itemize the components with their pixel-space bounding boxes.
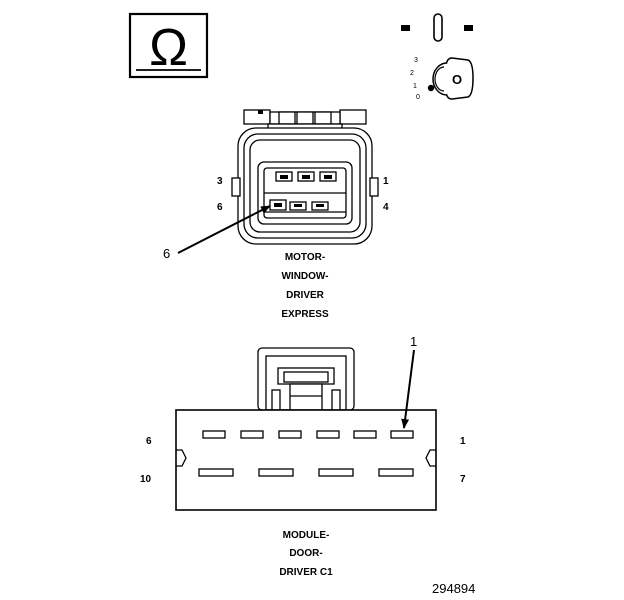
top-caption-line-1: MOTOR- (285, 252, 325, 263)
door-module-connector (175, 347, 437, 511)
switch-position-1: 1 (413, 83, 417, 90)
bottom-caption-line-1: MODULE- (283, 530, 330, 541)
top-callout-label: 6 (163, 246, 170, 261)
bottom-pin-label-6: 6 (146, 436, 152, 447)
ignition-switch-icon: O 3 2 1 0 (401, 13, 474, 101)
switch-position-0: 0 (416, 94, 420, 101)
top-pin-label-1: 1 (383, 176, 389, 187)
top-caption-line-3: DRIVER (286, 290, 325, 301)
ohmmeter-icon: Ω (128, 12, 209, 79)
ohm-symbol: Ω (149, 19, 188, 77)
top-pin-label-4: 4 (383, 202, 389, 213)
top-caption-line-4: EXPRESS (281, 309, 329, 320)
bottom-caption-line-2: DOOR- (289, 548, 322, 559)
top-pin-label-6: 6 (217, 202, 223, 213)
switch-position-3: 3 (414, 57, 418, 64)
bottom-callout-label: 1 (410, 334, 417, 349)
bottom-pin-label-1: 1 (460, 436, 466, 447)
bottom-pin-label-7: 7 (460, 474, 466, 485)
switch-position-2: 2 (410, 70, 414, 77)
top-pin-label-3: 3 (217, 176, 223, 187)
key-letter: O (452, 72, 462, 87)
bottom-caption-line-3: DRIVER C1 (279, 567, 333, 578)
bottom-pin-label-10: 10 (140, 474, 152, 485)
motor-window-connector (177, 109, 379, 254)
figure-id: 294894 (432, 581, 475, 596)
top-caption-line-2: WINDOW- (281, 271, 328, 282)
